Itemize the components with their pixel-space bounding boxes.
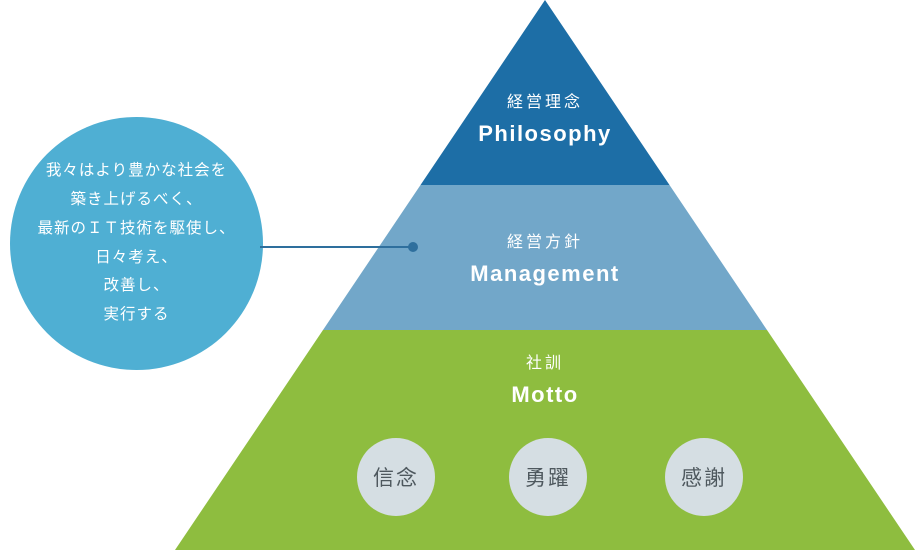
management-label-en: Management — [470, 261, 620, 286]
motto-value-1: 信念 — [373, 467, 419, 490]
connector-dot — [408, 242, 418, 252]
motto-label: 社訓 Motto — [511, 349, 578, 408]
philosophy-label-ja: 経営理念 — [506, 94, 583, 111]
management-label: 経営方針 Management — [470, 228, 619, 287]
philosophy-label-en: Philosophy — [478, 121, 612, 146]
management-label-ja: 経営方針 — [506, 234, 584, 251]
philosophy-label: 経営理念 Philosophy — [478, 88, 612, 147]
motto-value-3: 感謝 — [681, 467, 727, 490]
pyramid-level-management-shape — [323, 185, 767, 330]
philosophy-statement-text: 我々はより豊かな社会を 築き上げるべく、 最新のＩＴ技術を駆使し、 日々考え、 … — [37, 162, 236, 323]
philosophy-statement-bubble: 我々はより豊かな社会を 築き上げるべく、 最新のＩＴ技術を駆使し、 日々考え、 … — [10, 117, 263, 370]
motto-value-circle-2: 勇躍 — [509, 438, 587, 516]
motto-label-ja: 社訓 — [525, 355, 565, 372]
motto-value-2: 勇躍 — [525, 467, 571, 490]
connector-line — [260, 246, 413, 248]
motto-label-en: Motto — [511, 382, 579, 407]
pyramid-level-philosophy-shape — [420, 0, 670, 185]
motto-value-circle-3: 感謝 — [665, 438, 743, 516]
motto-value-circle-1: 信念 — [357, 438, 435, 516]
